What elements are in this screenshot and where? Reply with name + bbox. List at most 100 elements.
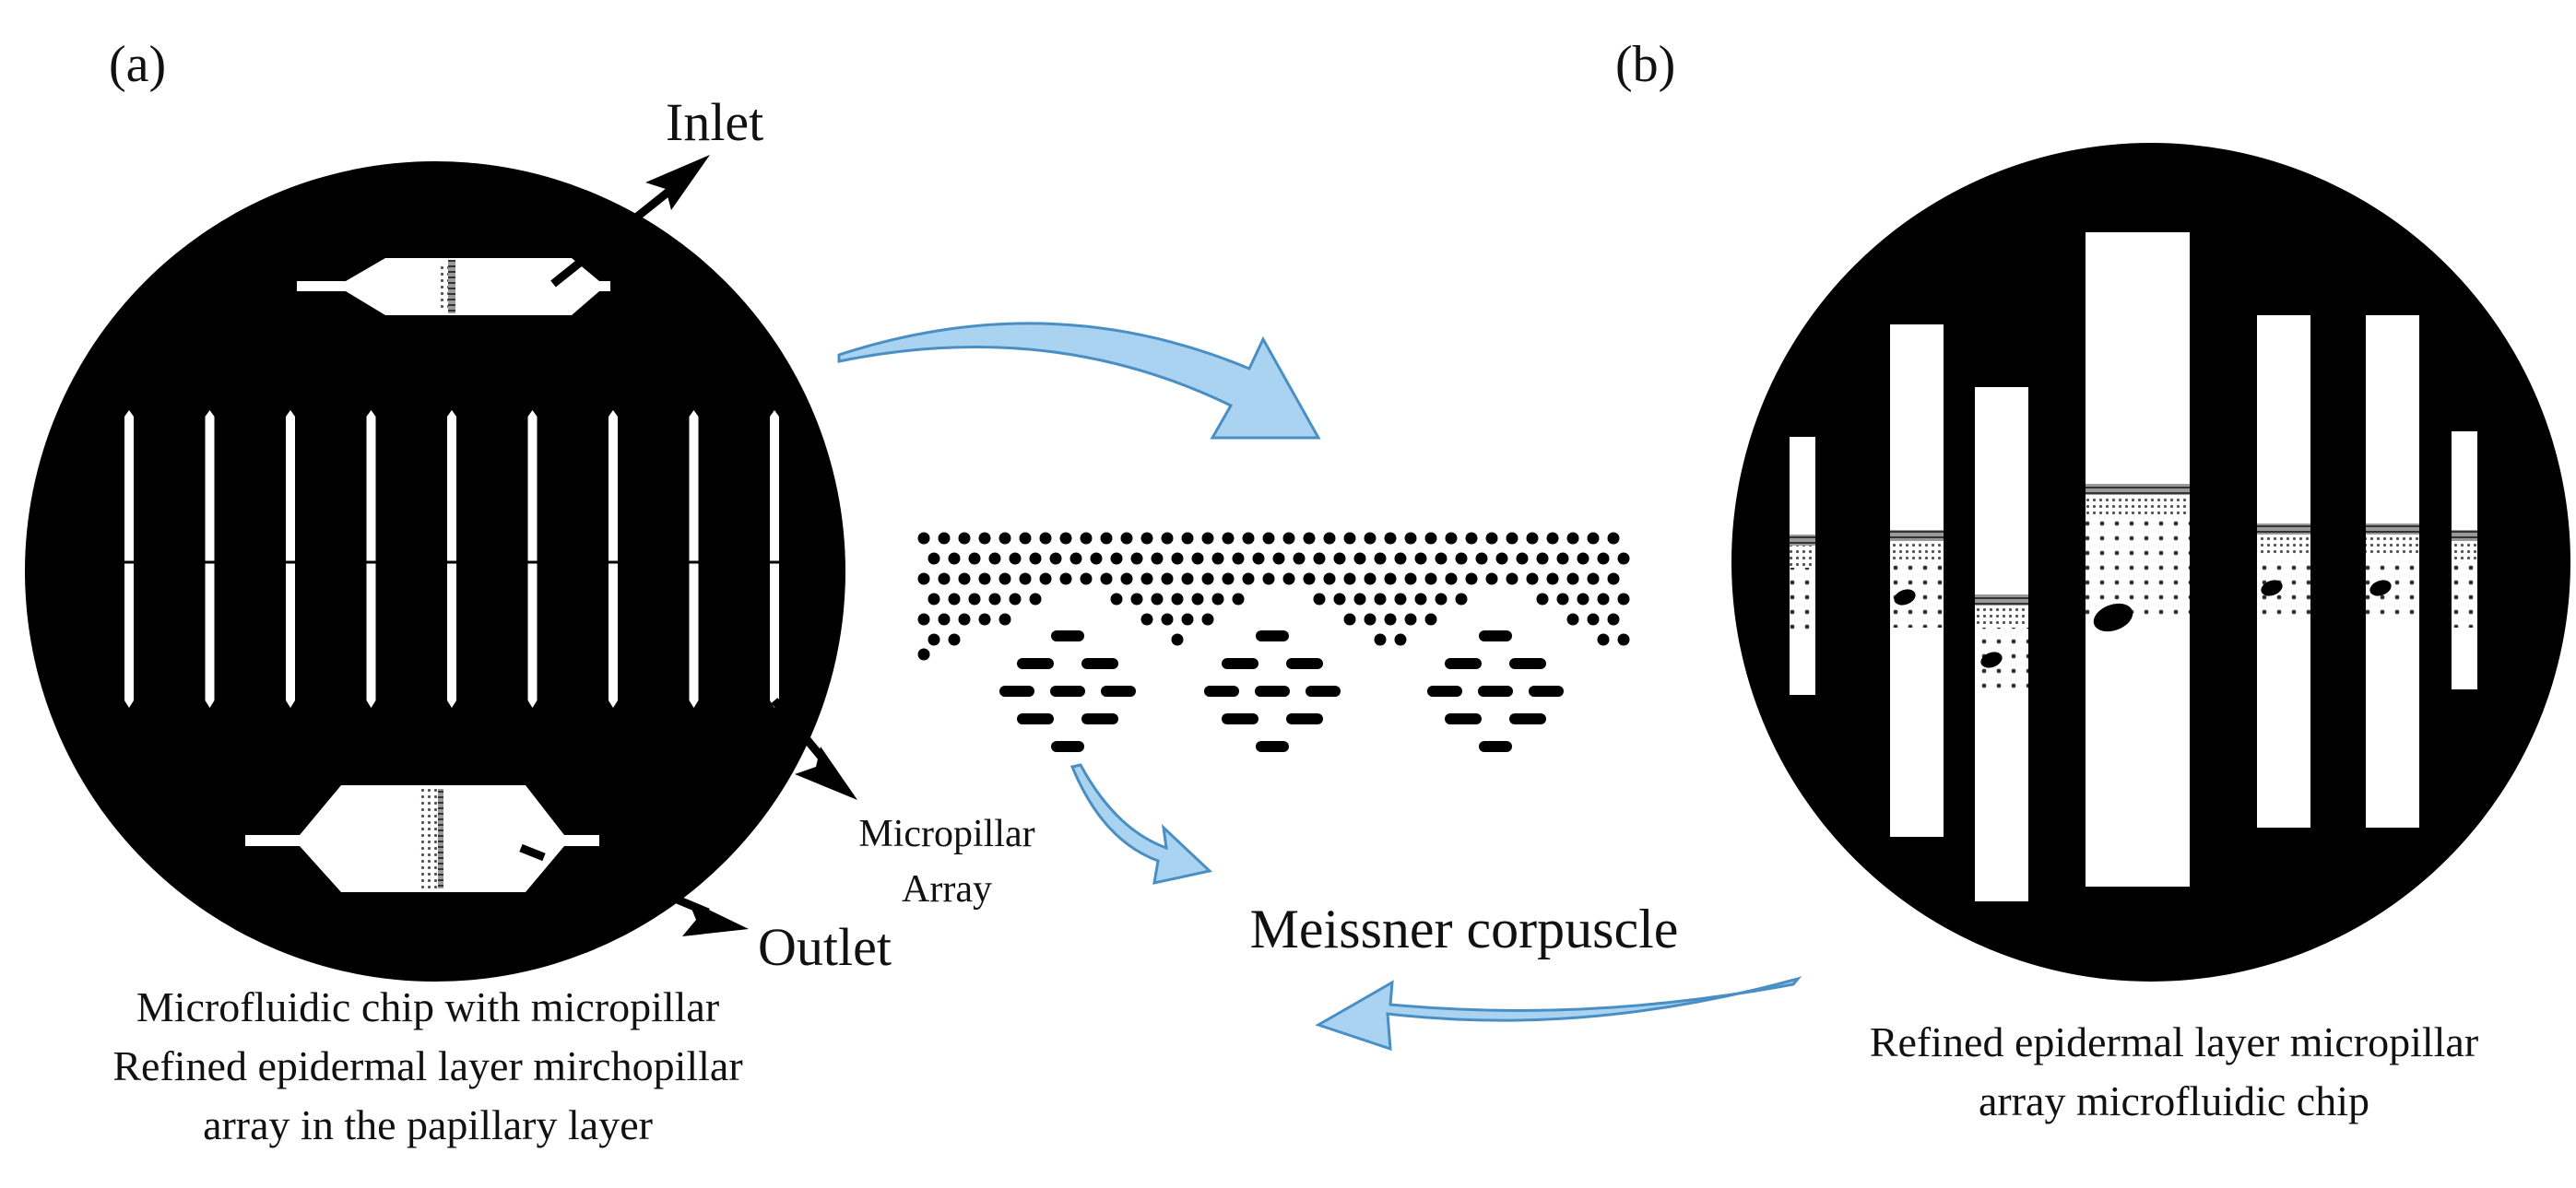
pillar-dot bbox=[1201, 572, 1214, 585]
pillar-dot bbox=[1566, 613, 1579, 626]
chamber-sparse-stipple bbox=[2452, 563, 2477, 628]
pillar-dot bbox=[1414, 552, 1427, 565]
pillar-dash bbox=[1017, 658, 1054, 669]
micropillar-arrow bbox=[771, 698, 857, 800]
pillar-dot bbox=[1546, 572, 1559, 585]
pillar-dot bbox=[1343, 572, 1356, 585]
pillar-dot bbox=[1597, 633, 1610, 646]
pillar-dot bbox=[1201, 613, 1214, 626]
pillar-dash bbox=[1017, 713, 1054, 724]
pillar-dot bbox=[1262, 572, 1275, 585]
chamber-stipple bbox=[2452, 541, 2477, 563]
caption-a-line-2: Refined epidermal layer mirchopillar bbox=[112, 1042, 742, 1089]
inlet-reservoir bbox=[297, 258, 610, 315]
pillar-dot bbox=[1516, 552, 1529, 565]
pillar-dot bbox=[1536, 552, 1549, 565]
pillar-dot bbox=[1262, 532, 1275, 545]
pillar-dot bbox=[1384, 572, 1397, 585]
chamber-band bbox=[2366, 523, 2419, 535]
pillar-dot bbox=[1161, 532, 1174, 545]
pillar-dash bbox=[1051, 741, 1084, 752]
pillar-dot bbox=[1607, 572, 1620, 585]
transfer-arrow-a bbox=[837, 322, 1321, 440]
pillar-dot bbox=[1364, 532, 1377, 545]
pillar-dot bbox=[1364, 572, 1377, 585]
channel bbox=[689, 410, 699, 708]
pillar-dash bbox=[1255, 686, 1290, 697]
panel-a: (a) Inlet bbox=[25, 36, 892, 1148]
pillar-dash bbox=[999, 686, 1034, 697]
pillar-dot bbox=[1587, 613, 1600, 626]
pillar-dash bbox=[1222, 658, 1258, 669]
pillar-dot bbox=[958, 572, 971, 585]
pillar-dot bbox=[1465, 532, 1478, 545]
pillar-dot bbox=[1282, 572, 1295, 585]
pillar-dot bbox=[958, 532, 971, 545]
chamber-stipple bbox=[1790, 546, 1815, 568]
pillar-dash bbox=[1529, 686, 1564, 697]
pillar-dot bbox=[1394, 593, 1407, 606]
pillar-dot bbox=[1191, 593, 1204, 606]
pillar-dot bbox=[1526, 532, 1539, 545]
pillar-dash bbox=[1204, 686, 1239, 697]
pillar-dash bbox=[1222, 713, 1258, 724]
pillar-dot bbox=[1566, 572, 1579, 585]
pillar-dot bbox=[1049, 552, 1062, 565]
pillar-dot bbox=[1282, 532, 1295, 545]
pillar-dot bbox=[1323, 572, 1336, 585]
pillar-dot bbox=[938, 572, 951, 585]
micropillar-label-line-1: Micropillar bbox=[858, 813, 1034, 855]
pillar-dot bbox=[1080, 572, 1093, 585]
pillar-dot bbox=[1313, 552, 1326, 565]
pillar-dot bbox=[988, 552, 1001, 565]
pillar-dot bbox=[1019, 572, 1032, 585]
pillar-dot bbox=[1394, 633, 1407, 646]
pillar-dot bbox=[1617, 552, 1630, 565]
pillar-dot bbox=[1151, 593, 1164, 606]
channel bbox=[770, 410, 779, 708]
chamber-array bbox=[1790, 232, 2477, 901]
chamber-band bbox=[2257, 523, 2310, 535]
pillar-dot bbox=[1303, 532, 1316, 545]
pillar-dot bbox=[1374, 633, 1387, 646]
pillar-dot bbox=[1140, 532, 1153, 545]
pillar-dash bbox=[1081, 713, 1118, 724]
outlet-arrow bbox=[519, 843, 749, 936]
caption-a-line-3: array in the papillary layer bbox=[203, 1101, 653, 1148]
pillar-dot bbox=[1384, 613, 1397, 626]
pillar-dot bbox=[1130, 593, 1143, 606]
pillar-dot bbox=[1161, 572, 1174, 585]
corpuscle-blob bbox=[1980, 652, 2003, 668]
pillar-dot bbox=[1506, 572, 1518, 585]
pillar-dash bbox=[1427, 686, 1462, 697]
pillar-dot bbox=[1232, 552, 1245, 565]
pillar-dot bbox=[968, 552, 981, 565]
pillar-dash bbox=[1445, 713, 1482, 724]
pillar-dot bbox=[978, 572, 991, 585]
pillar-dot bbox=[1597, 552, 1610, 565]
pillar-dot bbox=[1201, 532, 1214, 545]
pillar-dot bbox=[1222, 572, 1235, 585]
pillar-dot bbox=[1100, 572, 1113, 585]
pillar-dot bbox=[1445, 532, 1458, 545]
pillar-dot bbox=[1272, 552, 1285, 565]
pillar-dot bbox=[1617, 633, 1630, 646]
channel bbox=[609, 410, 618, 708]
pillar-dot bbox=[1343, 613, 1356, 626]
pillar-dot bbox=[1059, 572, 1072, 585]
pillar-dash bbox=[1479, 630, 1512, 641]
chamber-stipple bbox=[1975, 606, 2028, 628]
pillar-dot bbox=[1495, 552, 1508, 565]
pillar-dot bbox=[1181, 572, 1194, 585]
pillar-dot bbox=[1313, 593, 1326, 606]
chamber-band bbox=[2452, 530, 2477, 541]
channel bbox=[447, 410, 456, 708]
pillar-dot bbox=[1475, 552, 1488, 565]
pillar-dot bbox=[1009, 552, 1022, 565]
corpuscle-blob bbox=[2261, 580, 2283, 596]
channel bbox=[205, 410, 215, 708]
pillar-dot bbox=[1364, 613, 1377, 626]
pillar-dash bbox=[1051, 630, 1084, 641]
pillar-dot bbox=[1110, 593, 1123, 606]
